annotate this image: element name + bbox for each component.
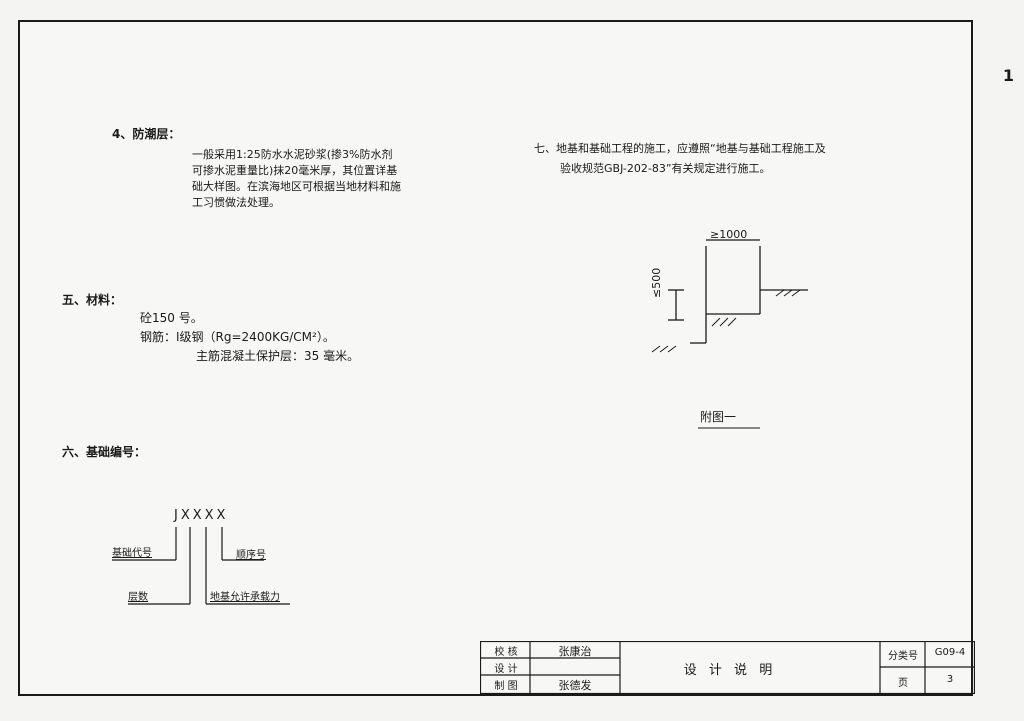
page-value: 3 — [946, 674, 954, 685]
section5-line3: 主筋混凝土保护层：35 毫米。 — [196, 349, 360, 363]
signature-drafter: 张德发 — [558, 679, 592, 692]
figure-hatch — [651, 289, 801, 353]
class-number-value: G09-4 — [934, 647, 966, 658]
figure-dim-v-label: ≤500 — [650, 267, 663, 298]
figure-dim-h-label: ≥1000 — [710, 228, 748, 241]
section7-line1: 七、地基和基础工程的施工，应遵照“地基与基础工程施工及 — [534, 142, 826, 155]
label-bearing: 地基允许承载力 — [210, 592, 280, 603]
signature-checker: 张康治 — [558, 645, 592, 658]
section6-heading: 六、基础编号： — [62, 445, 147, 459]
role-drafter: 制 图 — [494, 681, 518, 692]
figure-caption: 附图一 — [700, 410, 737, 424]
role-designer: 设 计 — [494, 664, 518, 675]
section5-line2: 钢筋：I级钢（Rg=2400KG/CM²）。 — [140, 330, 335, 344]
title-block: 校 核 设 计 制 图 张康治 张德发 设 计 说 明 分类号 G09-4 页 … — [480, 641, 975, 694]
section7-line2: 验收规范GBJ-202-83”有关规定进行施工。 — [560, 162, 771, 175]
class-number-label: 分类号 — [888, 651, 918, 662]
label-foundation-code: 基础代号 — [112, 548, 152, 559]
foundation-code: JXXXX — [174, 508, 229, 523]
section4-paragraph: 一般采用1:25防水水泥砂浆(掺3%防水剂 可掺水泥重量比)抹20毫米厚，其位置… — [192, 148, 401, 209]
section5-heading: 五、材料： — [62, 293, 123, 307]
section4-heading: 4、防潮层： — [112, 127, 181, 141]
label-serial: 顺序号 — [236, 550, 266, 561]
label-floors: 层数 — [128, 592, 148, 603]
drawing-title: 设 计 说 明 — [683, 663, 777, 678]
role-checker: 校 核 — [494, 647, 518, 658]
drawing-sheet — [18, 20, 973, 696]
page-edge-mark: 1 — [1002, 66, 1014, 85]
section5-line1: 砼150 号。 — [140, 311, 203, 325]
page-label: 页 — [898, 678, 908, 689]
